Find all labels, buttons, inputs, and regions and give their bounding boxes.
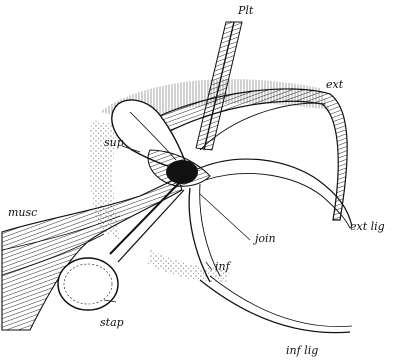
inf-lig-ligament bbox=[200, 276, 352, 333]
label-plt: Plt bbox=[237, 4, 254, 17]
label-inf-lig: inf lig bbox=[286, 344, 318, 357]
label-sup: sup bbox=[104, 136, 124, 149]
ext-lig-ligament bbox=[195, 159, 352, 228]
label-ext-lig: ext lig bbox=[350, 220, 385, 233]
label-inf: inf bbox=[215, 260, 232, 273]
label-musc: musc bbox=[8, 206, 37, 219]
label-join: join bbox=[252, 232, 276, 245]
ext-arch bbox=[155, 89, 347, 220]
label-stap: stap bbox=[100, 316, 124, 329]
label-ext: ext bbox=[326, 78, 344, 91]
